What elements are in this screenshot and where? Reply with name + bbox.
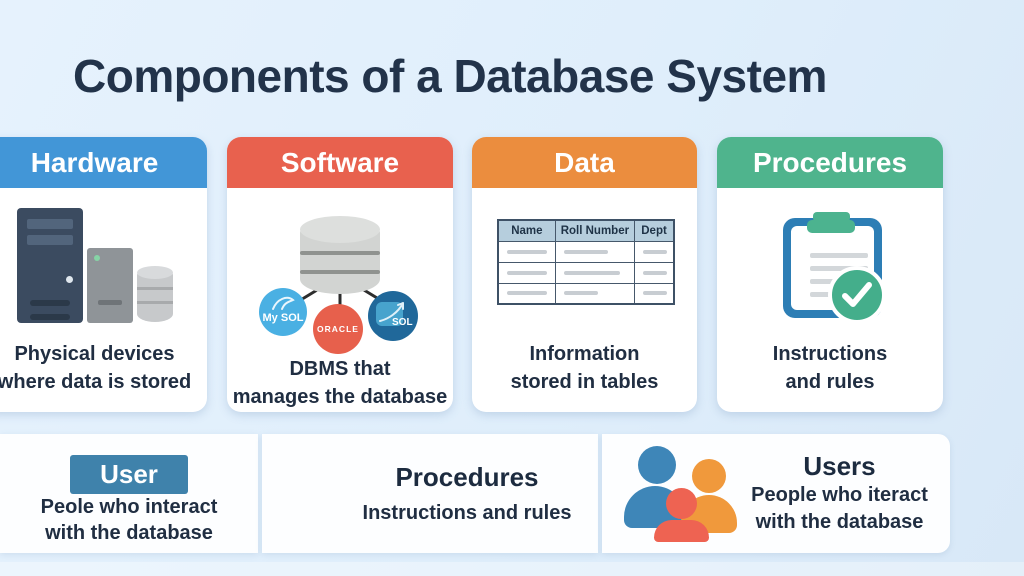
text-line <box>810 266 868 271</box>
card-hardware-header: Hardware <box>0 137 207 188</box>
placeholder-dash <box>507 249 547 254</box>
panel-heading: Users <box>803 451 876 481</box>
person-figure <box>666 487 698 519</box>
placeholder-dash <box>563 291 598 296</box>
swoosh-arrow-icon <box>379 302 404 322</box>
caption-line: and rules <box>785 371 875 393</box>
panel-line: People who iteract <box>751 484 928 506</box>
sql-label: SOL <box>392 317 413 328</box>
database-cylinder-icon <box>300 216 380 294</box>
caption-line: stored in tables <box>510 371 659 393</box>
panel-users: Users People who iteract with the databa… <box>602 434 950 553</box>
caption-line: DBMS that <box>289 358 391 380</box>
card-procedures: Procedures Instructions and rules <box>717 137 943 412</box>
card-data-header: Data <box>472 137 697 188</box>
card-software-caption: DBMS that manages the database <box>227 355 453 411</box>
mysql-label: My SOL <box>262 312 304 324</box>
text-line <box>810 253 868 258</box>
placeholder-dash <box>507 270 547 275</box>
text-line <box>810 292 843 297</box>
power-led-icon <box>66 276 73 283</box>
panel-line: with the database <box>45 522 213 544</box>
card-hardware-caption: Physical devices where data is stored <box>0 340 207 396</box>
check-circle-icon <box>828 266 886 324</box>
tower-slot <box>27 219 73 229</box>
table-row <box>497 261 675 284</box>
placeholder-dash <box>643 249 668 254</box>
disk-cylinder-icon <box>137 266 173 322</box>
caption-line: Physical devices <box>14 343 175 365</box>
panel-line: Instructions and rules <box>362 501 572 524</box>
sql-chip <box>376 302 403 326</box>
panel-heading: Procedures <box>395 461 539 492</box>
server-tower-icon <box>17 208 83 323</box>
oracle-label: ORACLE <box>317 324 359 334</box>
table-header-cell: Name <box>497 219 556 242</box>
mysql-logo-badge: My SOL <box>259 288 307 336</box>
card-procedures-header: Procedures <box>717 137 943 188</box>
table-header-cell: Dept <box>634 219 675 242</box>
placeholder-dash <box>643 291 668 296</box>
sql-server-logo-badge: SOL <box>368 291 418 341</box>
placeholder-dash <box>507 291 547 296</box>
card-hardware: Hardware Physical devices where data is … <box>0 137 207 412</box>
person-figure <box>638 445 677 484</box>
dolphin-swoosh-icon <box>272 296 295 310</box>
person-figure <box>692 458 727 493</box>
panel-line: with the database <box>755 511 924 533</box>
page-title: Components of a Database System <box>73 50 827 102</box>
status-led-icon <box>94 255 100 261</box>
card-procedures-caption: Instructions and rules <box>717 340 943 396</box>
case-slot <box>98 300 122 305</box>
panel-user: User Peole who interact with the databas… <box>0 434 258 553</box>
card-software: Software My SOL ORACLE SOL <box>227 137 453 412</box>
checkmark-icon <box>842 282 872 307</box>
caption-line: where data is stored <box>0 371 192 393</box>
desktop-case-icon <box>87 248 133 323</box>
student-table-icon: Name Roll Number Dept <box>497 219 675 305</box>
panel-procedures: Procedures Instructions and rules <box>262 434 598 553</box>
table-row <box>497 282 675 305</box>
caption-line: Instructions <box>772 343 888 365</box>
panel-line: Peole who interact <box>40 496 218 518</box>
clipboard-clip <box>813 212 850 222</box>
tower-vent <box>30 300 70 306</box>
tower-slot <box>27 235 73 245</box>
oracle-logo-badge: ORACLE <box>313 304 363 354</box>
placeholder-dash <box>563 270 620 275</box>
bottom-highlight-band <box>0 562 1024 576</box>
caption-line: Information <box>529 343 640 365</box>
placeholder-dash <box>643 270 668 275</box>
table-row <box>497 240 675 263</box>
card-software-header: Software <box>227 137 453 188</box>
caption-line: manages the database <box>232 386 448 408</box>
placeholder-dash <box>563 249 608 254</box>
user-badge: User <box>70 455 188 494</box>
person-figure <box>654 519 710 542</box>
clipboard-clip <box>807 220 855 233</box>
card-data: Data Name Roll Number Dept <box>472 137 697 412</box>
table-header-cell: Roll Number <box>554 219 636 242</box>
users-group-icon <box>624 445 738 542</box>
tower-vent <box>30 314 70 320</box>
card-data-caption: Information stored in tables <box>472 340 697 396</box>
